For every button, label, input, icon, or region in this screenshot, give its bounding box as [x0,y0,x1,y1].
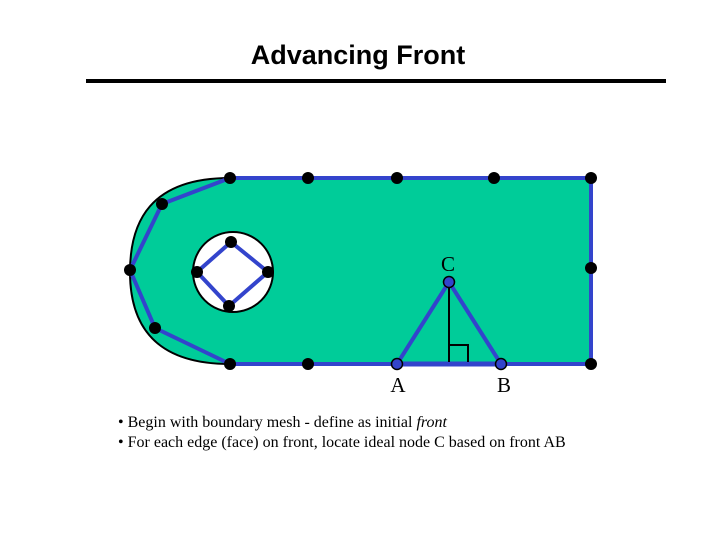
node-b [494,357,508,371]
node [391,172,403,184]
node [585,262,597,274]
bullet-marker: • [118,414,124,431]
slide-title: Advancing Front [250,40,466,70]
node [149,322,161,334]
bullet-item: • For each edge (face) on front, locate … [118,433,566,453]
bullet-text: Begin with boundary mesh - define as ini… [127,414,417,431]
node-a [390,357,404,371]
bullet-list: • Begin with boundary mesh - define as i… [118,413,566,453]
bullet-text: For each edge (face) on front, locate id… [127,434,566,451]
label-c: C [441,252,455,276]
right-angle-mark [449,344,469,362]
node [302,358,314,370]
node-c [442,275,456,289]
label-a: A [390,373,406,397]
node [225,236,237,248]
node [156,198,168,210]
label-b: B [497,373,511,397]
boundary-nodes [124,172,597,370]
node [124,264,136,276]
bullet-marker: • [118,434,124,451]
node [262,266,274,278]
node [488,172,500,184]
bullet-item: • Begin with boundary mesh - define as i… [118,413,566,433]
node [585,172,597,184]
domain-region [128,177,592,365]
node [224,172,236,184]
node [585,358,597,370]
node [223,300,235,312]
node [224,358,236,370]
node [191,266,203,278]
bullet-emphasis: front [416,414,447,431]
node [302,172,314,184]
title-underline [86,79,666,83]
